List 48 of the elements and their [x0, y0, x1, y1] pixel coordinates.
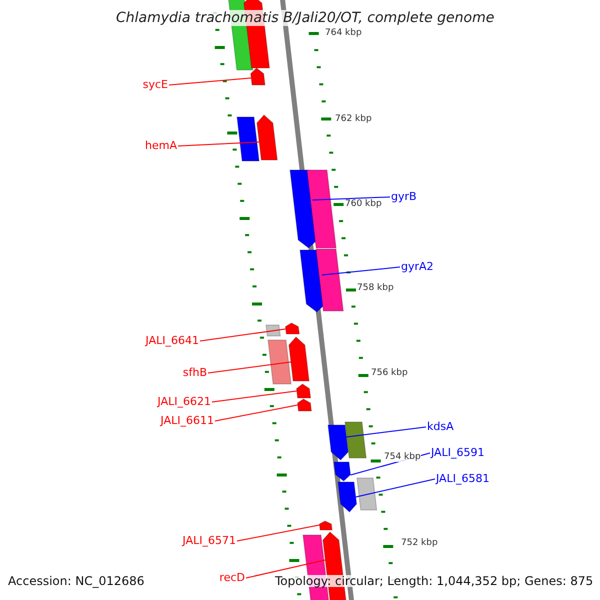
gene-feature — [256, 114, 278, 160]
gene-feature — [250, 67, 266, 86]
gene-label: hemA — [145, 140, 177, 151]
gene-label: JALI_6591 — [431, 447, 484, 458]
gene-label: JALI_6581 — [436, 473, 490, 484]
gene-feature — [265, 324, 281, 336]
gene-label: gyrB — [391, 191, 417, 202]
leader-line — [208, 362, 292, 374]
gene-label: recD — [219, 572, 245, 583]
gene-feature — [333, 462, 352, 482]
info-text: Accession: NC_012686 — [8, 575, 144, 587]
gene-label: kdsA — [427, 421, 454, 432]
leader-line — [355, 478, 436, 498]
gene-feature — [356, 478, 378, 510]
gene-feature — [318, 520, 333, 530]
diagram-title: Chlamydia trachomatis B/Jali20/OT, complete genome — [114, 10, 496, 26]
scale-label: 760 kbp — [345, 200, 382, 209]
gene-label: sycE — [142, 79, 168, 90]
gene-label: JALI_6611 — [160, 415, 214, 426]
leader-line — [346, 426, 426, 438]
gene-feature — [267, 340, 292, 384]
gene-feature — [296, 398, 312, 412]
leader-line — [321, 266, 400, 276]
leader-line — [246, 560, 326, 578]
leader-line — [214, 404, 298, 422]
gene-label: JALI_6641 — [146, 335, 199, 346]
leader-line — [236, 524, 320, 542]
gene-label: JALI_6621 — [158, 396, 211, 407]
leader-line — [178, 142, 260, 146]
gene-label: JALI_6571 — [182, 535, 236, 546]
leader-line — [312, 196, 390, 200]
leader-line — [168, 78, 252, 86]
scale-label: 764 kbp — [325, 29, 362, 38]
scale-label: 758 kbp — [357, 284, 394, 293]
leader-line — [212, 390, 298, 402]
info-text: Topology: circular; Length: 1,044,352 bp; Genes: 875 — [275, 575, 594, 587]
gene-feature — [236, 116, 260, 162]
gene-feature — [337, 482, 358, 513]
gene-feature — [344, 422, 367, 458]
gene-feature — [315, 248, 344, 312]
gene-label: gyrA2 — [401, 261, 434, 272]
gene-feature — [284, 322, 300, 334]
scale-label: 756 kbp — [371, 369, 408, 378]
scale-label: 754 kbp — [384, 453, 421, 462]
gene-feature — [306, 170, 337, 248]
scale-label: 752 kbp — [401, 539, 438, 548]
scale-label: 762 kbp — [335, 115, 372, 124]
gene-label: sfhB — [182, 367, 207, 378]
